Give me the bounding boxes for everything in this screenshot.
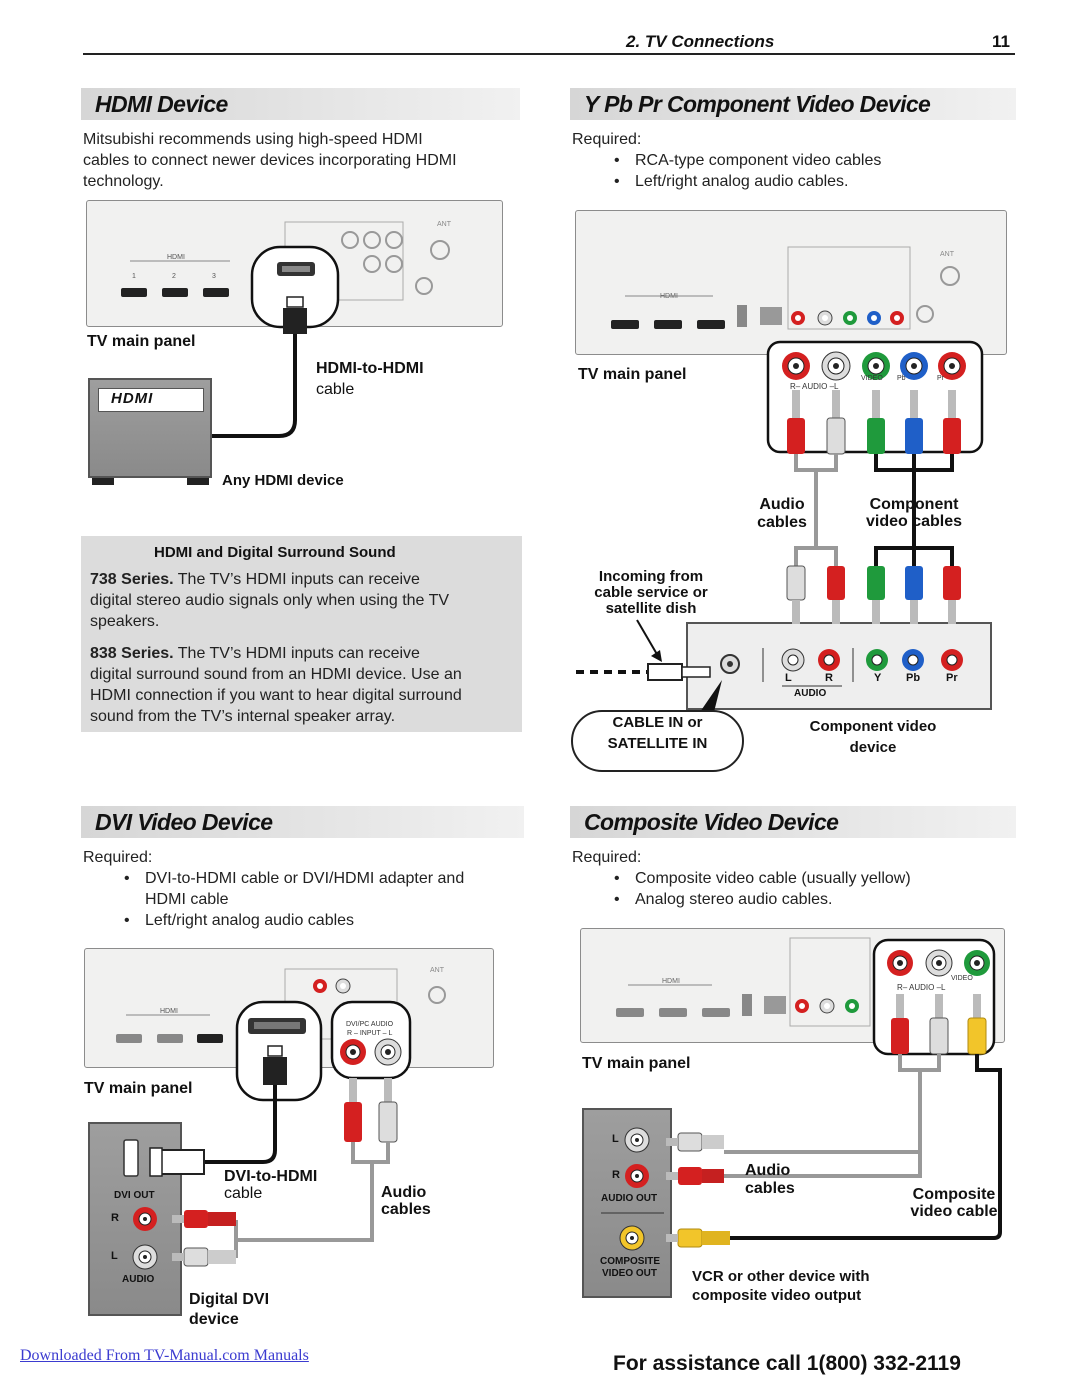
component-device-label-2: device <box>849 739 897 756</box>
composite-tv-panel-label: TV main panel <box>582 1055 691 1072</box>
hdmi-device-label: Any HDMI device <box>222 472 344 489</box>
component-required: Required: <box>572 131 642 148</box>
dvi-inset-title: DVI/PC AUDIO <box>346 1021 394 1028</box>
hdmi-box-738-line-2: digital stereo audio signals only when u… <box>90 592 450 609</box>
dvi-tv-panel-label: TV main panel <box>84 1080 193 1097</box>
component-jack-audio: AUDIO <box>794 688 827 699</box>
component-bullet-2: Left/right analog audio cables. <box>614 171 849 192</box>
composite-required: Required: <box>572 849 642 866</box>
dvi-bullet-1: DVI-to-HDMI cable or DVI/HDMI adapter an… <box>124 868 464 889</box>
composite-cable-label-1: Composite <box>912 1186 996 1203</box>
dvi-audio-label-2: cables <box>381 1201 431 1218</box>
hdmi-box-838-line-2: digital surround sound from an HDMI devi… <box>90 666 462 683</box>
composite-device-label-2: composite video output <box>692 1287 862 1304</box>
composite-section-banner: Composite Video Device <box>570 806 1016 838</box>
composite-bullet-1: Composite video cable (usually yellow) <box>614 868 911 889</box>
composite-out-label-2: VIDEO OUT <box>602 1268 658 1279</box>
hdmi-intro-line-1: Mitsubishi recommends using high-speed H… <box>83 131 423 148</box>
header-rule <box>83 53 1015 55</box>
hdmi-intro-line-3: technology. <box>83 173 164 190</box>
cable-in-callout <box>571 710 744 772</box>
composite-inset-video-label: VIDEO <box>951 975 973 982</box>
component-bullet-1: RCA-type component video cables <box>614 150 881 171</box>
hdmi-logo: HDMI <box>98 388 204 412</box>
hdmi-cable-label-1: HDMI-to-HDMI <box>316 360 424 377</box>
component-jack-pr: Pr <box>946 672 958 684</box>
component-jack-l: L <box>785 672 792 684</box>
hdmi-tv-panel <box>86 200 503 327</box>
hdmi-box-838-line-1: 838 Series. The TV’s HDMI inputs can rec… <box>90 645 420 662</box>
hdmi-box-738-line-1: 738 Series. The TV’s HDMI inputs can rec… <box>90 571 420 588</box>
dvi-cable-label-2: cable <box>224 1185 263 1202</box>
dvi-section-title: DVI Video Device <box>95 809 273 835</box>
component-jack-r: R <box>825 672 833 684</box>
component-audio-label-2: cables <box>757 514 807 531</box>
hdmi-box-838-line-4: sound from the TV’s internal speaker arr… <box>90 708 396 725</box>
dvi-jack-r: R <box>111 1212 119 1224</box>
dvi-bullet-1-cont: HDMI cable <box>145 891 229 908</box>
hdmi-device-foot-right <box>187 478 209 485</box>
assistance-phone: For assistance call 1(800) 332-2119 <box>613 1352 961 1375</box>
component-incoming-1: Incoming from <box>598 568 704 585</box>
composite-out-label-1: COMPOSITE <box>600 1256 661 1267</box>
hdmi-surround-box <box>81 536 522 732</box>
hdmi-cable-label-2: cable <box>316 381 355 398</box>
component-jack-pb: Pb <box>906 672 921 684</box>
hdmi-section-title: HDMI Device <box>95 91 228 117</box>
composite-jack-r: R <box>612 1169 620 1181</box>
dvi-device-label-2: device <box>189 1311 239 1328</box>
dvi-cable-label-1: DVI-to-HDMI <box>224 1168 318 1185</box>
header-section-title: 2. TV Connections <box>626 32 775 51</box>
dvi-inset-sub: R – INPUT – L <box>347 1030 393 1037</box>
component-inset-video-label: VIDEO <box>861 375 883 382</box>
component-section-banner: Y Pb Pr Component Video Device <box>570 88 1016 120</box>
component-inset-pb-label: Pb <box>897 375 906 382</box>
composite-audio-label-1: Audio <box>745 1162 791 1179</box>
component-device <box>686 622 992 710</box>
dvi-out-label: DVI OUT <box>114 1190 155 1201</box>
hdmi-intro-line-2: cables to connect newer devices incorpor… <box>83 152 457 169</box>
dvi-section-banner: DVI Video Device <box>81 806 524 838</box>
hdmi-box-title: HDMI and Digital Surround Sound <box>154 544 396 561</box>
dvi-jack-l: L <box>111 1250 118 1262</box>
component-device-label-1: Component video <box>809 718 937 735</box>
cable-in-label-1: CABLE IN or <box>612 714 703 731</box>
dvi-device <box>88 1122 182 1316</box>
dvi-jack-audio: AUDIO <box>122 1274 155 1285</box>
dvi-device-label-1: Digital DVI <box>189 1291 270 1308</box>
component-cables-label-1: Component <box>869 496 959 513</box>
composite-jack-l: L <box>612 1133 619 1145</box>
hdmi-tv-panel-label: TV main panel <box>87 333 196 350</box>
hdmi-section-banner: HDMI Device <box>81 88 520 120</box>
dvi-bullet-2: Left/right analog audio cables <box>124 910 354 931</box>
hdmi-box-838-line-3: HDMI connection if you want to hear digi… <box>90 687 462 704</box>
component-incoming-2: cable service or <box>594 584 708 601</box>
component-section-title: Y Pb Pr Component Video Device <box>584 91 931 117</box>
component-audio-label-1: Audio <box>759 496 805 513</box>
composite-inset-audio-label: R– AUDIO –L <box>897 983 946 992</box>
component-inset-audio-label: R– AUDIO –L <box>790 382 839 391</box>
component-tv-panel <box>575 210 1007 355</box>
component-jack-y: Y <box>874 672 882 684</box>
component-inset-pr-label: Pr <box>937 375 944 382</box>
composite-section-title: Composite Video Device <box>584 809 839 835</box>
composite-audio-label-2: cables <box>745 1180 795 1197</box>
dvi-tv-panel <box>84 948 494 1068</box>
page-number: 11 <box>992 32 1010 51</box>
cable-in-label-2: SATELLITE IN <box>607 735 708 752</box>
dvi-required: Required: <box>83 849 153 866</box>
component-tv-panel-label: TV main panel <box>578 366 687 383</box>
component-cables-label-2: video cables <box>865 513 963 530</box>
composite-audio-out-label: AUDIO OUT <box>601 1193 658 1204</box>
composite-cable-label-2: video cable <box>910 1203 998 1220</box>
composite-bullet-2: Analog stereo audio cables. <box>614 889 833 910</box>
downloaded-from-link[interactable]: Downloaded From TV-Manual.com Manuals <box>20 1347 309 1364</box>
hdmi-device-foot-left <box>92 478 114 485</box>
component-incoming-3: satellite dish <box>605 600 697 617</box>
dvi-audio-label-1: Audio <box>381 1184 427 1201</box>
composite-device-label-1: VCR or other device with <box>692 1268 870 1285</box>
hdmi-box-738-line-3: speakers. <box>90 613 160 630</box>
